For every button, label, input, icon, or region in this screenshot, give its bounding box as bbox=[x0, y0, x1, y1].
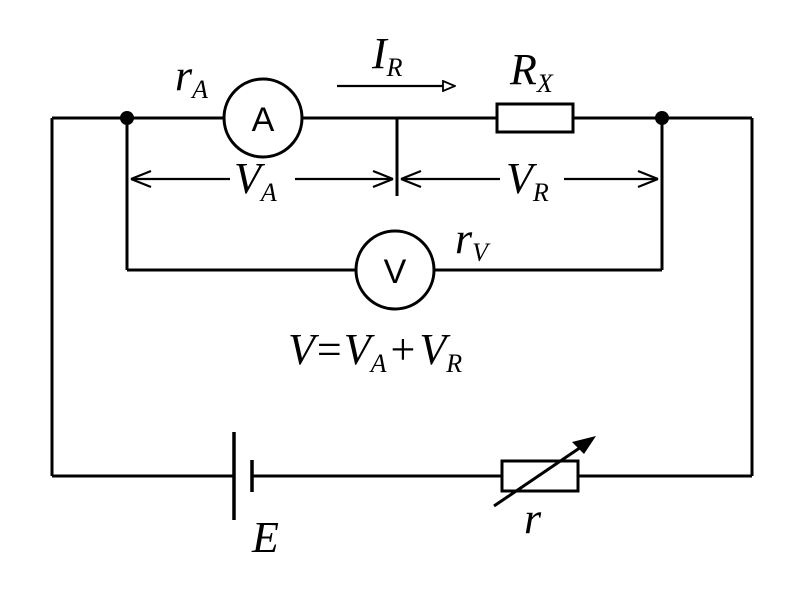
label-voltage-ammeter: VA bbox=[234, 154, 277, 207]
junction-left bbox=[120, 111, 134, 125]
label-voltmeter-resistance: rV bbox=[455, 214, 491, 267]
outer-wires bbox=[50, 116, 754, 478]
ammeter: A bbox=[222, 77, 304, 159]
va-span-arrow bbox=[130, 169, 394, 189]
junction-right bbox=[655, 111, 669, 125]
label-resistor: RX bbox=[509, 45, 554, 98]
voltmeter: V bbox=[354, 229, 436, 311]
label-ammeter-resistance: rA bbox=[175, 51, 208, 104]
battery bbox=[232, 432, 254, 520]
voltmeter-branch bbox=[125, 118, 664, 272]
equation: V=VA+VR bbox=[288, 325, 462, 378]
label-rheostat: r bbox=[524, 494, 542, 543]
label-emf: E bbox=[251, 513, 279, 562]
voltmeter-label: V bbox=[384, 253, 407, 291]
resistor-rx bbox=[495, 102, 575, 134]
ammeter-label: A bbox=[252, 101, 275, 139]
label-voltage-resistor: VR bbox=[506, 154, 549, 207]
label-current: IR bbox=[371, 29, 403, 82]
vr-span-arrow bbox=[400, 169, 659, 189]
rheostat bbox=[493, 436, 596, 508]
